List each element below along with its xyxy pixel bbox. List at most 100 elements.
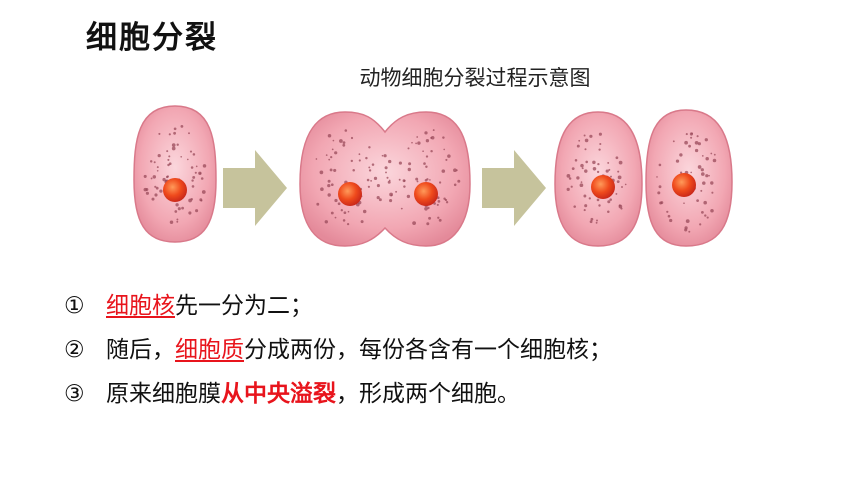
granule [666,210,669,213]
granule [694,140,699,145]
page-title: 细胞分裂 [86,20,218,56]
granule [159,189,163,193]
granule [447,154,451,158]
granule [605,169,609,173]
granule [407,147,410,150]
granule [685,219,690,223]
granule [384,166,388,170]
granule [156,166,159,169]
granule [685,133,688,136]
granule [584,204,588,208]
cell-body [299,111,471,247]
granule [423,162,426,165]
granule [169,220,174,225]
granule [316,202,320,206]
granule [201,190,206,194]
granule [417,141,421,145]
granule [580,181,583,183]
nucleus [672,173,696,197]
granule [455,169,458,172]
cytoplasm-granules [376,154,393,203]
granule [596,198,600,202]
granule [680,171,683,174]
granule [343,211,347,215]
granule [162,177,166,182]
granule [708,174,710,177]
granule [327,193,331,197]
step-number: ② [64,337,85,363]
granule [700,168,704,172]
granule [370,179,373,182]
granule [700,189,703,192]
granule [592,167,597,171]
granule [381,154,384,157]
granule [672,140,675,143]
granule [566,187,570,192]
granule [598,204,601,207]
granule [334,151,338,155]
granule [584,169,588,173]
cytoplasm-granules [395,129,461,226]
granule [415,177,419,181]
granule [580,163,584,168]
granule [568,177,572,180]
granule [684,140,688,145]
granule [155,186,159,190]
granule [398,161,402,165]
granule [432,129,435,132]
granule [699,223,702,226]
granule [368,166,371,169]
granule [704,214,707,217]
granule [437,200,441,203]
granule [697,165,702,169]
granule [395,190,398,193]
granule [143,174,147,178]
granule [328,158,331,161]
granule [607,210,610,214]
granule [373,176,378,181]
granule [589,134,593,138]
granule [337,202,341,206]
granule [188,211,192,215]
granule [330,183,334,187]
step-text-emphasis: 从中央溢裂 [221,381,336,407]
nucleus [591,175,615,199]
granule [688,144,691,148]
granule [334,198,338,203]
granule [701,155,704,157]
granule [581,167,584,170]
granule [368,169,372,172]
granule [192,153,196,156]
granule [694,148,699,153]
granule [583,134,586,137]
granule [195,165,198,168]
granule [154,193,158,197]
cell-stage-1 [133,105,217,243]
granule [407,167,411,172]
granule [608,168,611,171]
granule [403,185,406,188]
granule [710,181,714,185]
granule [347,210,350,213]
granule [426,222,430,226]
granule [367,185,371,188]
granule [696,135,699,138]
arrow-right-icon [482,150,546,226]
granule [167,158,170,161]
granule [429,179,431,181]
nucleus [163,178,187,202]
granule [176,143,179,146]
granule [438,218,442,222]
step-text: 原来细胞膜 [106,381,221,407]
granule [710,152,713,155]
granule [173,131,177,135]
granule [412,221,416,225]
granule [352,168,355,172]
granule [176,218,179,221]
granule [599,142,602,146]
nucleus [338,182,362,206]
granule [416,136,419,138]
granule [398,178,401,181]
